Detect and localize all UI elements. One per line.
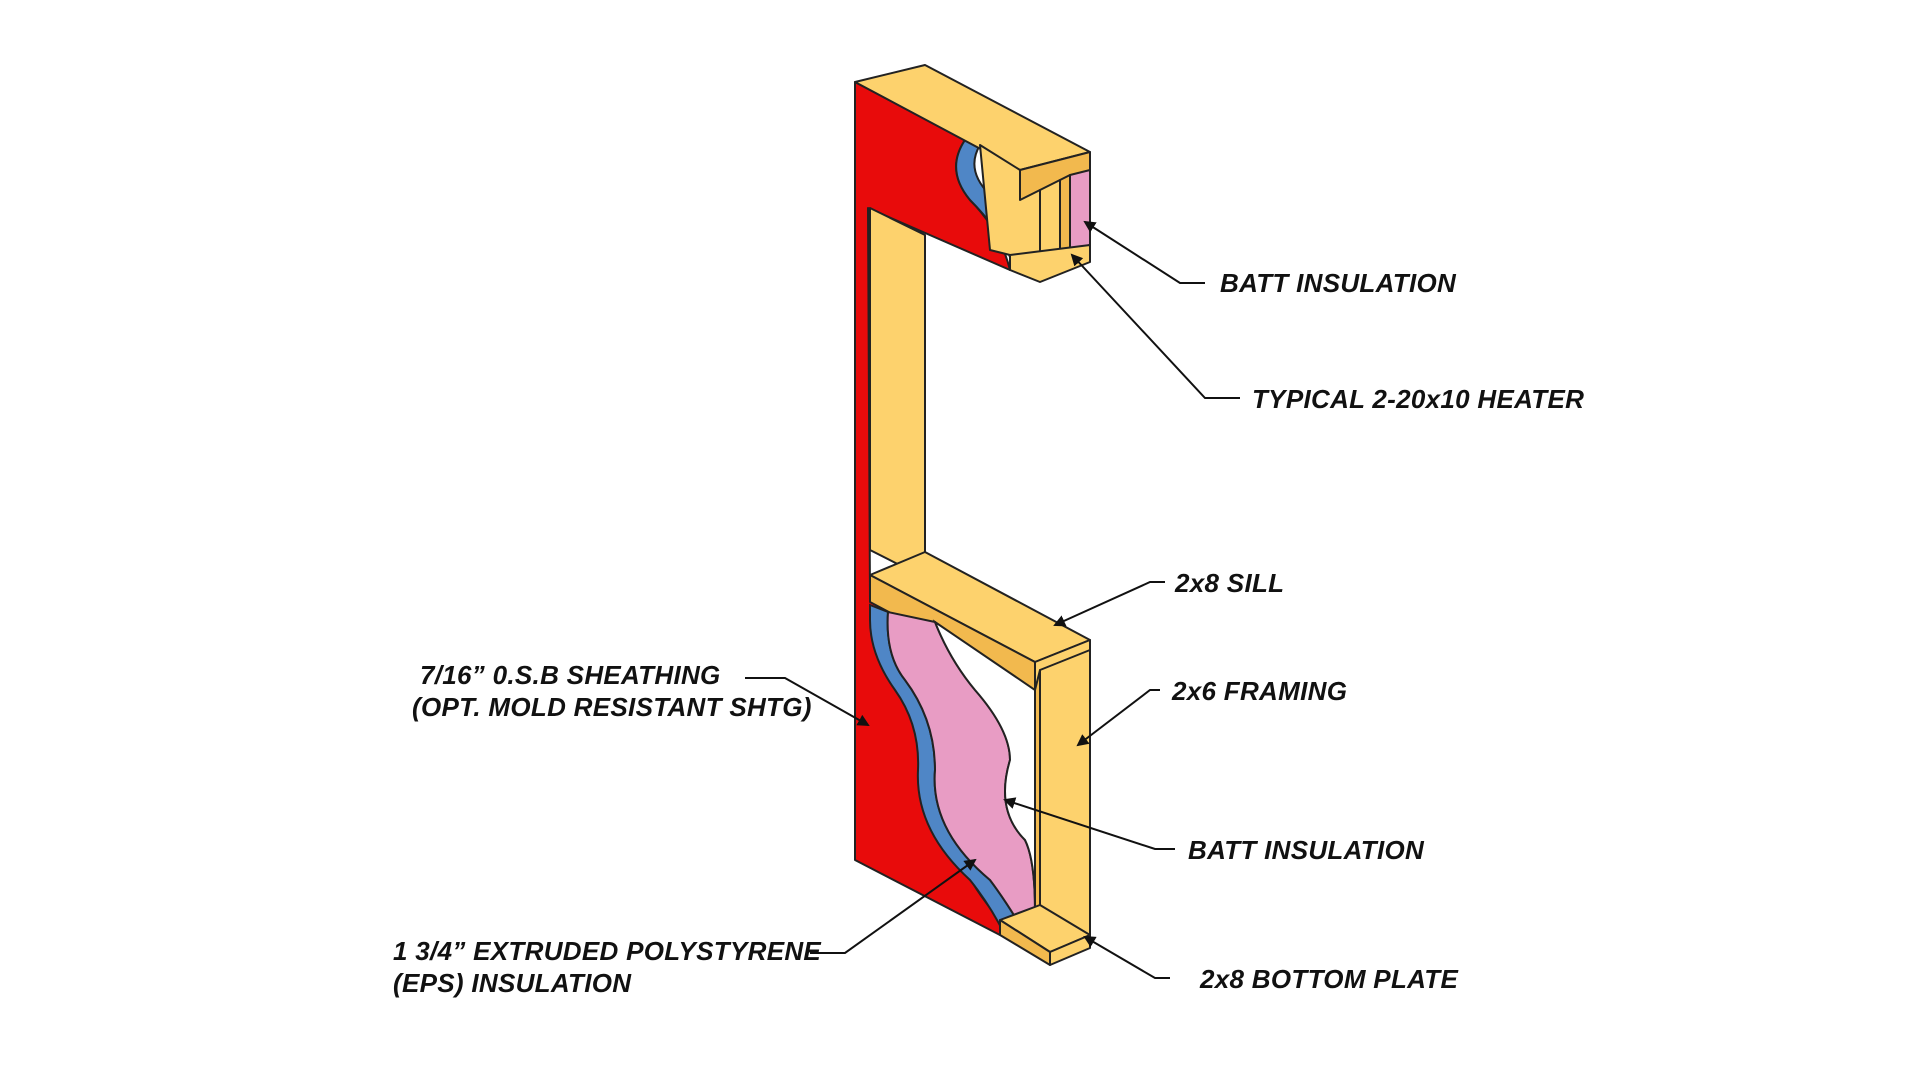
leader-sheathing (745, 677, 870, 726)
label-batt-insulation-bottom: BATT INSULATION (1188, 835, 1425, 865)
header-end-board-2 (1059, 174, 1071, 256)
leader-sill (1053, 581, 1165, 627)
label-header: TYPICAL 2-20x10 HEATER (1252, 384, 1584, 414)
header-bottom-plate (1009, 244, 1091, 283)
stud-front (869, 207, 926, 579)
bottom-plate-end (1049, 934, 1091, 966)
wall-cavity (932, 619, 1042, 911)
label-bottom-plate: 2x8 BOTTOM PLATE (1199, 964, 1458, 994)
label-eps-line1: 1 3/4” EXTRUDED POLYSTYRENE (393, 936, 821, 966)
leader-header (1070, 253, 1240, 399)
label-eps-line2: (EPS) INSULATION (393, 968, 632, 998)
label-sill: 2x8 SILL (1174, 568, 1284, 598)
batt-insulation-header (1069, 169, 1091, 251)
label-framing: 2x6 FRAMING (1171, 676, 1347, 706)
leader-batt-top (1083, 220, 1205, 284)
leader-batt-bottom (1003, 797, 1175, 850)
label-sheathing-line2: (OPT. MOLD RESISTANT SHTG) (412, 692, 812, 722)
leader-framing (1076, 689, 1160, 747)
leader-eps (810, 858, 977, 954)
label-batt-insulation-top: BATT INSULATION (1220, 268, 1457, 298)
leader-bottom-plate (1083, 935, 1170, 979)
label-sheathing-line1: 7/16” 0.S.B SHEATHING (420, 660, 721, 690)
